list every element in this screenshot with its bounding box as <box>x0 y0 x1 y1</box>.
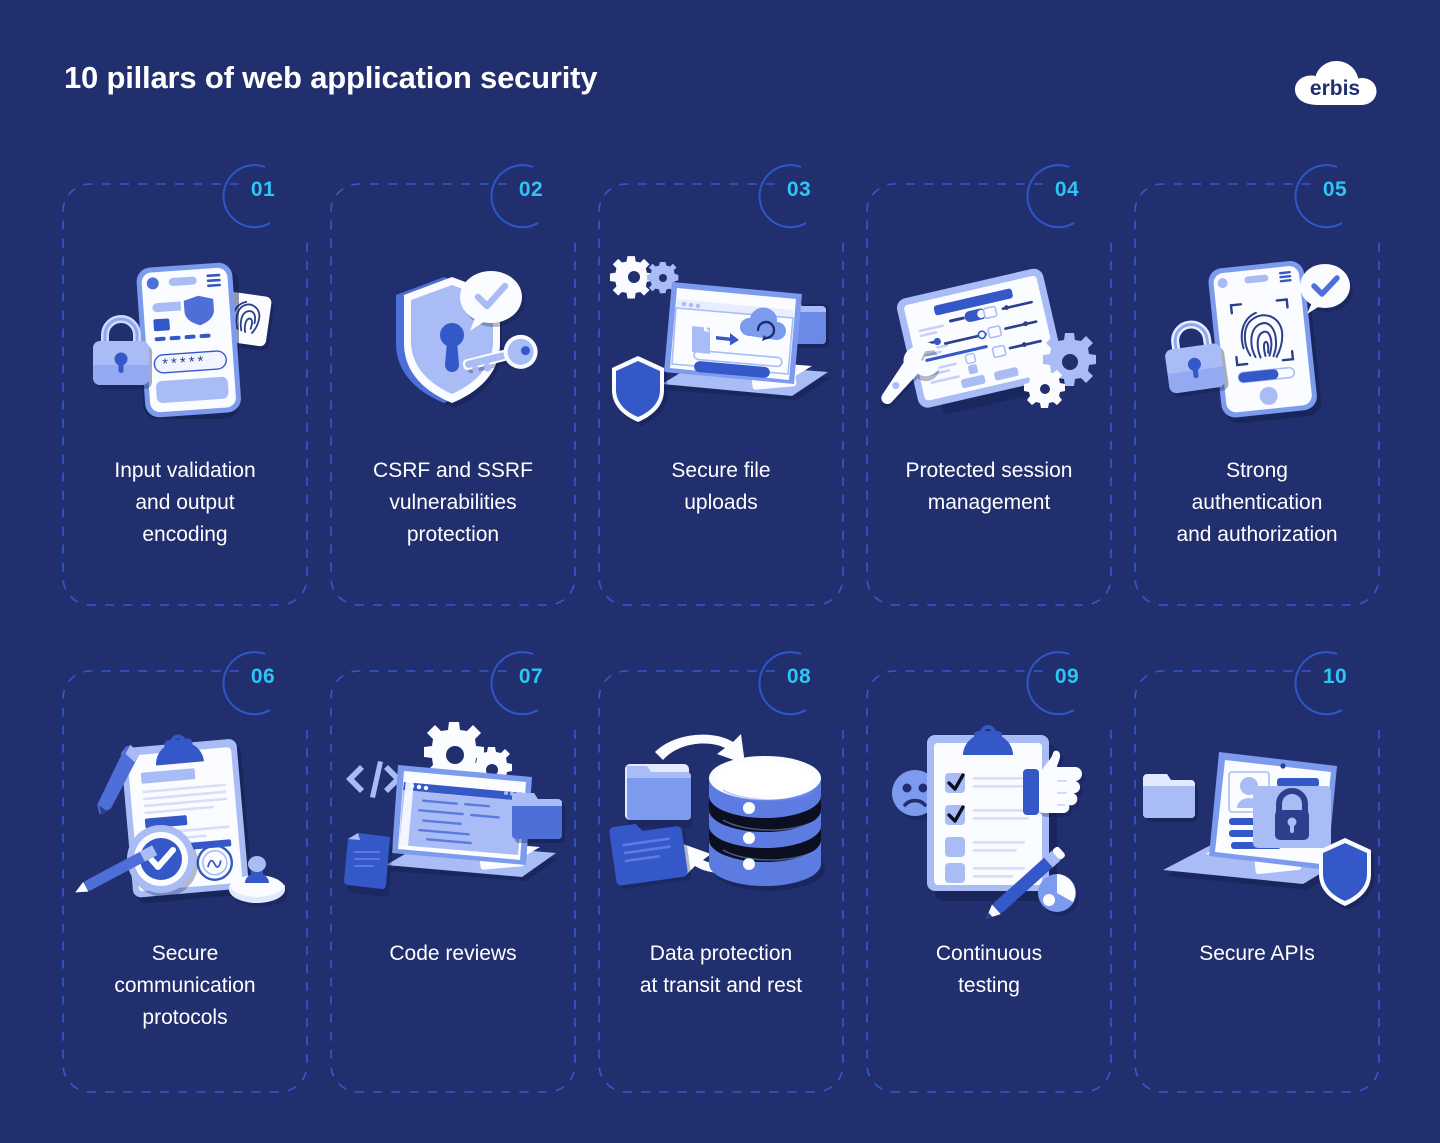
card-number: 03 <box>786 178 812 201</box>
illustration-laptop-cloud-upload <box>598 231 844 446</box>
card-label: Input validation and output encoding <box>114 459 256 546</box>
pillar-card-08[interactable]: 08 <box>598 651 844 1093</box>
card-number: 07 <box>518 665 544 688</box>
pillars-grid: 01 <box>62 164 1380 1093</box>
gear-icon <box>423 721 484 782</box>
card-number: 02 <box>518 178 544 201</box>
card-label: Continuous testing <box>935 942 1043 997</box>
card-number: 10 <box>1322 665 1348 688</box>
page-title: 10 pillars of web application security <box>64 60 598 95</box>
illustration-tablet-settings-wrench-gears <box>866 231 1112 446</box>
card-dashed-frame <box>598 670 844 1093</box>
card-number-badge-07: 07 <box>486 648 558 720</box>
illustration-laptop-padlock-profile-shield <box>1134 710 1380 925</box>
pillar-card-06[interactable]: 06 <box>62 651 308 1093</box>
card-number: 06 <box>250 665 276 688</box>
card-number: 08 <box>786 665 812 688</box>
card-dashed-frame <box>1134 670 1380 1093</box>
card-number-badge-09: 09 <box>1022 648 1094 720</box>
card-label: Secure file uploads <box>671 459 771 514</box>
card-dashed-frame <box>62 183 308 606</box>
illustration-shield-key-check <box>330 231 576 446</box>
svg-text:*****: ***** <box>162 353 207 373</box>
card-number-badge-02: 02 <box>486 161 558 233</box>
card-dashed-frame <box>866 183 1112 606</box>
cloud-icon <box>1295 61 1377 105</box>
pillar-card-02[interactable]: 02 <box>330 164 576 606</box>
pillar-card-05[interactable]: 05 <box>1134 164 1380 606</box>
logo-wordmark: erbis <box>1310 77 1360 100</box>
card-number-badge-05: 05 <box>1290 161 1362 233</box>
card-label: Code reviews <box>389 942 517 965</box>
illustration-checklist-thumbsup-pencil <box>866 710 1112 925</box>
card-number-badge-08: 08 <box>754 648 826 720</box>
card-label: Protected session management <box>905 459 1073 514</box>
illustration-clipboard-certificate-check-pen <box>62 710 308 925</box>
card-dashed-frame <box>1134 183 1380 606</box>
card-label: Data protection at transit and rest <box>639 942 803 997</box>
card-label: Secure communication protocols <box>114 942 256 1029</box>
pillar-card-01[interactable]: 01 <box>62 164 308 606</box>
illustration-phone-fingerprint-padlock <box>1134 231 1380 446</box>
card-number-badge-03: 03 <box>754 161 826 233</box>
card-dashed-frame <box>330 670 576 1093</box>
card-number-badge-04: 04 <box>1022 161 1094 233</box>
pillar-card-07[interactable]: 07 <box>330 651 576 1093</box>
card-number: 01 <box>250 178 276 201</box>
card-label: CSRF and SSRF vulnerabilities protection <box>373 459 533 546</box>
pillar-card-04[interactable]: 04 <box>866 164 1112 606</box>
card-number: 09 <box>1054 665 1080 688</box>
card-number-badge-06: 06 <box>218 648 290 720</box>
pillar-card-10[interactable]: 10 <box>1134 651 1380 1093</box>
erbis-logo: erbis <box>1292 58 1378 110</box>
card-dashed-frame <box>330 183 576 606</box>
card-number-badge-01: 01 <box>218 161 290 233</box>
illustration-database-sync-folders <box>598 710 844 925</box>
gear-icon <box>609 255 653 298</box>
card-label: Strong authentication and authorization <box>1176 459 1338 546</box>
illustration-laptop-code-gears-folder <box>330 710 576 925</box>
card-dashed-frame <box>62 670 308 1093</box>
card-label: Secure APIs <box>1199 942 1315 965</box>
illustration-phone-shield-padlock-fingerprint: ***** <box>62 231 308 446</box>
card-number-badge-10: 10 <box>1290 648 1362 720</box>
pillar-card-09[interactable]: 09 <box>866 651 1112 1093</box>
pillar-card-03[interactable]: 03 <box>598 164 844 606</box>
card-number: 05 <box>1322 178 1348 201</box>
card-dashed-frame <box>598 183 844 606</box>
card-number: 04 <box>1054 178 1080 201</box>
header: 10 pillars of web application security e… <box>0 0 1440 150</box>
card-dashed-frame <box>866 670 1112 1093</box>
